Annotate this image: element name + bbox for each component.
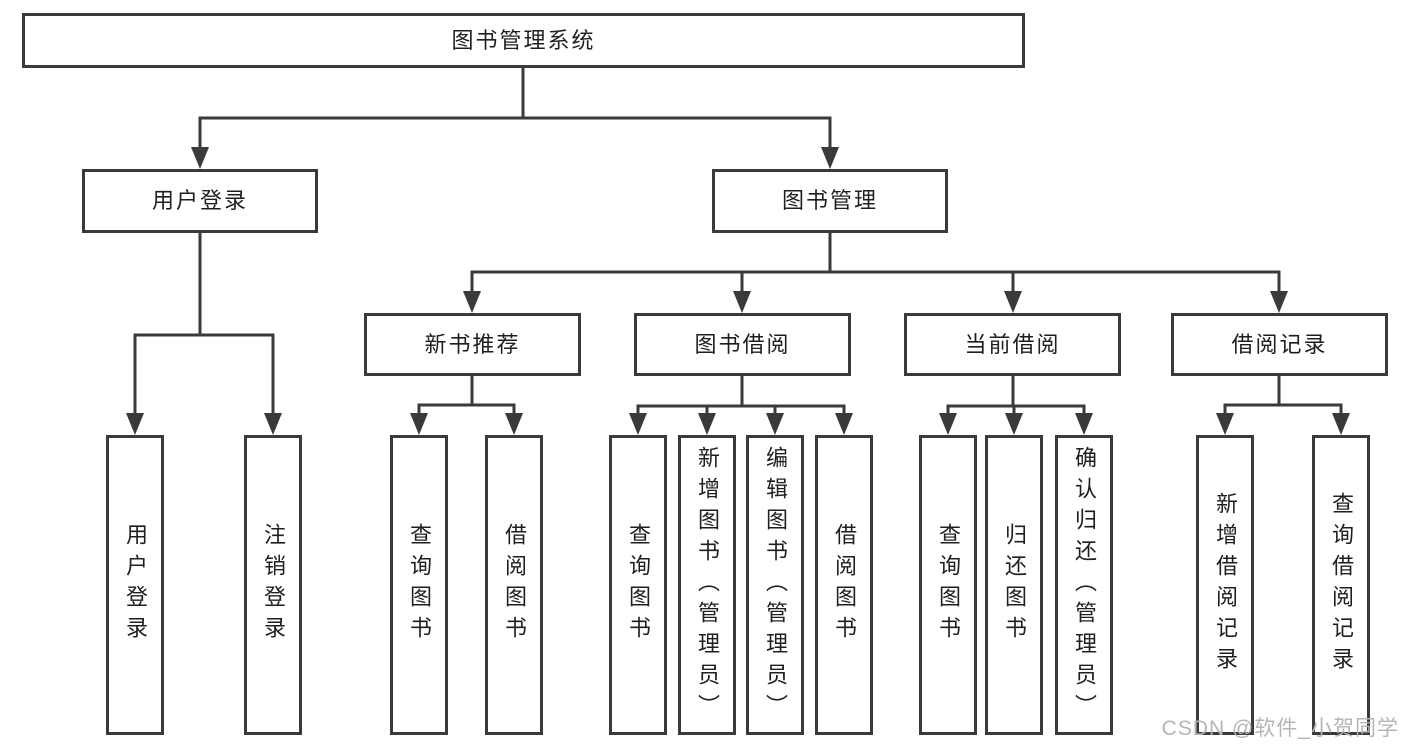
node-root-label: 图书管理系统 xyxy=(451,27,596,53)
csdn-watermark: CSDN @软件_小贺同学 xyxy=(1161,717,1399,740)
leaf-query-borrow-record-label: 查询借阅记录 xyxy=(1329,492,1354,678)
node-new-book-recommend-label: 新书推荐 xyxy=(424,331,521,357)
node-book-management: 图书管理 xyxy=(712,169,948,233)
node-user-login-label: 用户登录 xyxy=(151,188,248,213)
leaf-confirm-return-admin-label: 确认归还（管理员） xyxy=(1072,445,1097,725)
leaf-edit-book-admin-label: 编辑图书（管理员） xyxy=(763,445,788,725)
leaf-logout: 注销登录 xyxy=(244,435,302,735)
leaf-query-books-borrow-label: 查询图书 xyxy=(626,523,651,647)
leaf-borrow-books-label: 借阅图书 xyxy=(832,523,857,647)
node-root: 图书管理系统 xyxy=(22,13,1025,68)
node-book-borrow-label: 图书借阅 xyxy=(694,331,791,357)
leaf-user-login: 用户登录 xyxy=(106,435,164,735)
node-current-borrow-label: 当前借阅 xyxy=(964,331,1061,357)
leaf-confirm-return-admin: 确认归还（管理员） xyxy=(1055,435,1113,735)
leaf-query-books-recommend: 查询图书 xyxy=(390,435,448,735)
leaf-add-borrow-record-label: 新增借阅记录 xyxy=(1213,492,1238,678)
leaf-add-book-admin: 新增图书（管理员） xyxy=(678,435,736,735)
leaf-borrow-books-recommend-label: 借阅图书 xyxy=(502,523,527,647)
node-borrow-records: 借阅记录 xyxy=(1171,313,1388,376)
leaf-logout-label: 注销登录 xyxy=(261,523,286,647)
node-user-login: 用户登录 xyxy=(82,169,318,233)
leaf-return-book: 归还图书 xyxy=(985,435,1043,735)
leaf-query-borrow-record: 查询借阅记录 xyxy=(1312,435,1370,735)
node-borrow-records-label: 借阅记录 xyxy=(1231,331,1328,357)
node-book-borrow: 图书借阅 xyxy=(634,313,851,376)
node-current-borrow: 当前借阅 xyxy=(904,313,1121,376)
leaf-query-books-recommend-label: 查询图书 xyxy=(407,523,432,647)
leaf-return-book-label: 归还图书 xyxy=(1002,523,1027,647)
node-new-book-recommend: 新书推荐 xyxy=(364,313,581,376)
leaf-user-login-label: 用户登录 xyxy=(123,523,148,647)
node-book-management-label: 图书管理 xyxy=(781,188,878,213)
leaf-borrow-books: 借阅图书 xyxy=(815,435,873,735)
leaf-borrow-books-recommend: 借阅图书 xyxy=(485,435,543,735)
leaf-add-borrow-record: 新增借阅记录 xyxy=(1196,435,1254,735)
leaf-query-books-current: 查询图书 xyxy=(919,435,977,735)
leaf-add-book-admin-label: 新增图书（管理员） xyxy=(695,445,720,725)
leaf-query-books-current-label: 查询图书 xyxy=(936,523,961,647)
leaf-query-books-borrow: 查询图书 xyxy=(609,435,667,735)
leaf-edit-book-admin: 编辑图书（管理员） xyxy=(746,435,804,735)
